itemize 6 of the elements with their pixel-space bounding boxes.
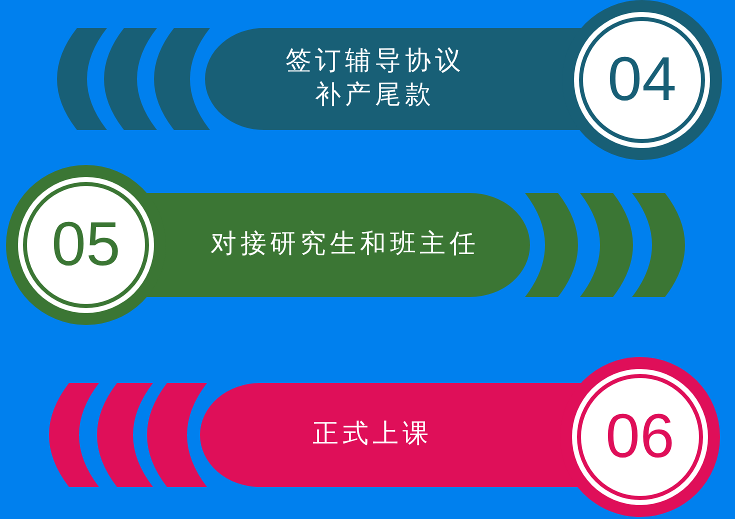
step-text: 对接研究生和班主任 — [210, 228, 480, 262]
step-text: 正式上课 — [312, 418, 432, 452]
step-number: 05 — [52, 214, 120, 276]
step-text: 签订辅导协议补产尾款 — [284, 45, 466, 112]
step-number: 06 — [606, 406, 674, 468]
step-number: 04 — [608, 49, 676, 111]
